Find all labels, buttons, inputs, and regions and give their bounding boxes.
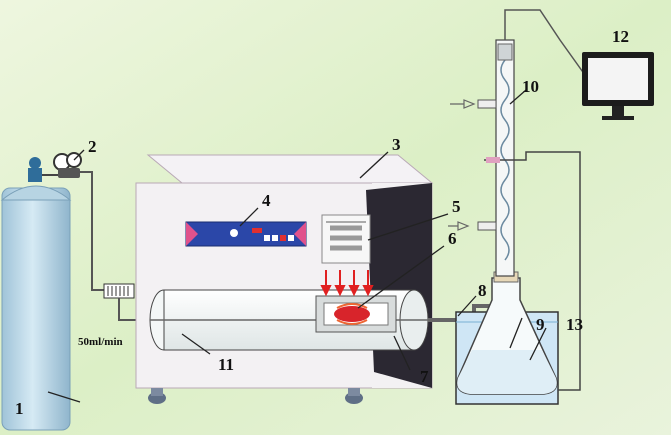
tube-furnace [135, 154, 434, 404]
label-2: 2 [88, 137, 97, 156]
thermocouple-wire [504, 9, 586, 76]
cooling-fan [321, 214, 371, 264]
sample-boat [334, 306, 370, 322]
cylinder-valve [28, 168, 42, 182]
label-10: 10 [522, 77, 539, 96]
flow-rate-label: 50ml/min [78, 336, 123, 348]
furnace-side [366, 183, 432, 388]
heating-zone [315, 270, 397, 333]
label-9: 9 [536, 315, 545, 334]
label-12: 12 [612, 27, 629, 46]
panel-dial-icon [230, 229, 238, 237]
control-panel [185, 221, 307, 247]
water-outlet-port [477, 99, 497, 109]
furnace-top [146, 154, 434, 184]
leader-lines [47, 89, 547, 403]
label-13: 13 [566, 315, 583, 334]
monitor-screen [588, 58, 648, 100]
label-1: 1 [15, 399, 24, 418]
water-out-arrow-icon [450, 99, 476, 109]
label-5: 5 [452, 197, 461, 216]
label-6: 6 [448, 229, 457, 248]
label-8: 8 [478, 281, 487, 300]
label-7: 7 [420, 367, 429, 386]
part-labels: 1 2 3 4 5 6 7 8 9 10 11 12 13 [15, 27, 629, 418]
gas-cylinder [0, 157, 72, 431]
condenser [448, 9, 586, 277]
water-inlet-port [477, 221, 497, 231]
monitor [582, 52, 654, 120]
clamp-stand [484, 151, 581, 391]
label-3: 3 [392, 135, 401, 154]
label-11: 11 [218, 355, 234, 374]
water-in-arrow-icon [448, 221, 470, 231]
label-4: 4 [262, 191, 271, 210]
pressure-regulator [42, 152, 82, 178]
heat-arrows [320, 270, 374, 297]
gas-line [80, 171, 110, 291]
conical-flask [456, 271, 558, 395]
control-panel-body [185, 221, 307, 247]
